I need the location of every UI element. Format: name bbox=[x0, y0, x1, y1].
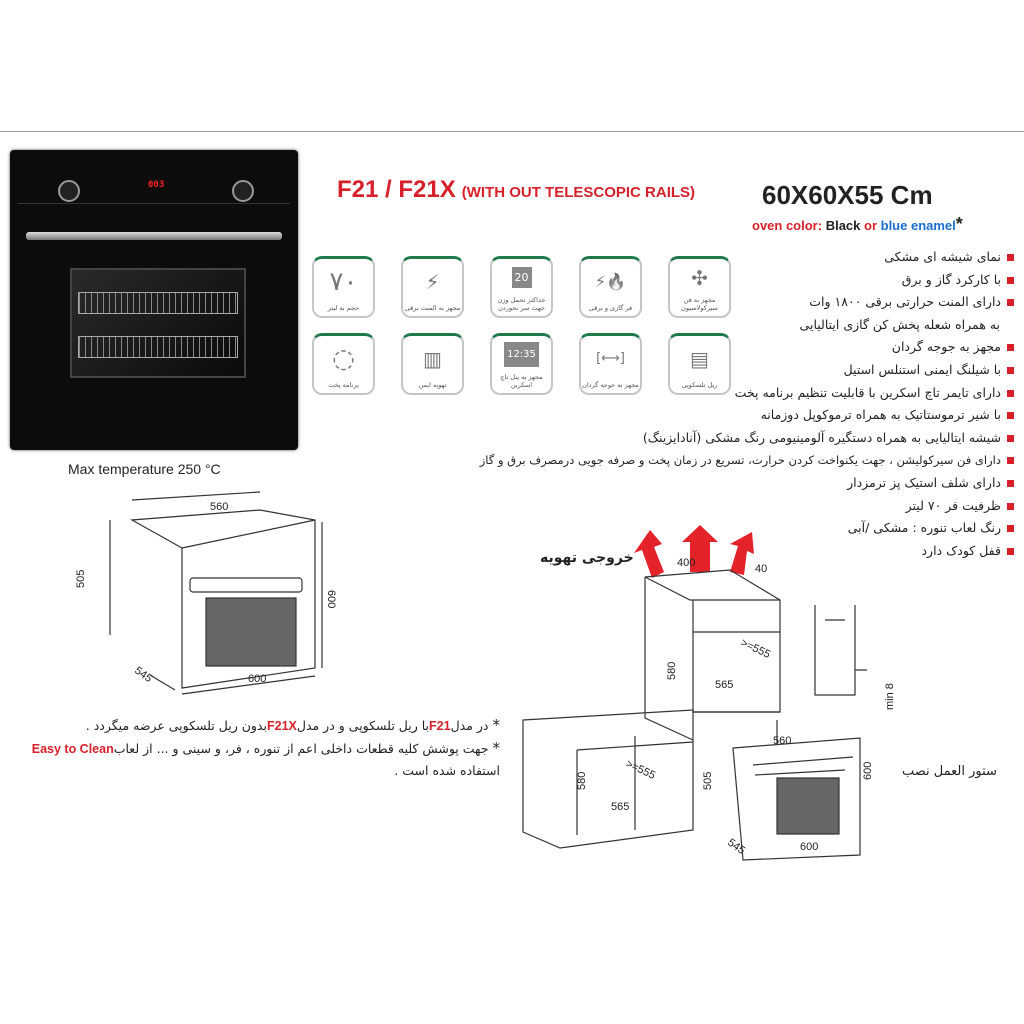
notes: *در مدلF21با ریل تلسکوپی و در مدلF21Xبدو… bbox=[0, 714, 500, 782]
feature-item: دارای شلف استیک پز ترمزدار bbox=[534, 472, 1014, 495]
rotisserie-glyph: [⟷] bbox=[596, 351, 625, 366]
capacity-icon: ۷۰ حجم به لیتر bbox=[312, 256, 375, 318]
lightning-glyph: ⚡ bbox=[425, 269, 440, 294]
feature-item: نمای شیشه ای مشکی bbox=[534, 246, 1014, 269]
gas-electric-icon: ⚡🔥 فر گازی و برقی bbox=[579, 256, 642, 318]
oven-window bbox=[70, 268, 246, 378]
color-blue: blue enamel bbox=[880, 218, 956, 233]
feature-item: قفل کودک دارد bbox=[534, 540, 1014, 563]
dim-height-600: 600 bbox=[325, 590, 337, 608]
feature-list: نمای شیشه ای مشکی با کارکرد گاز و برق دا… bbox=[480, 246, 1014, 563]
dim-505: 505 bbox=[702, 772, 714, 790]
rotisserie-icon: [⟷] مجهز به جوجه گردان bbox=[579, 333, 642, 395]
icon-label: مجهز به جوجه گردان bbox=[582, 381, 639, 389]
icon-label: ریل تلسکوپی bbox=[681, 381, 718, 389]
dim-400: 400 bbox=[677, 557, 695, 569]
top-divider bbox=[0, 131, 1024, 132]
dim-min8: min 8 bbox=[884, 683, 896, 710]
icon-label: فر گازی و برقی bbox=[588, 304, 633, 312]
feature-item: شیشه ایتالیایی به همراه دستگیره آلومینیو… bbox=[534, 427, 1014, 450]
dim-width-560: 560 bbox=[210, 501, 228, 513]
dim-555-lower: >=555 bbox=[624, 758, 657, 782]
fan-glyph: ✣ bbox=[691, 265, 708, 290]
star-icon: * bbox=[955, 214, 963, 234]
feature-item: ظرفیت فر ۷۰ لیتر bbox=[534, 495, 1014, 518]
telescopic-rail-icon: ▤ ریل تلسکوپی bbox=[668, 333, 731, 395]
feature-item: با شیر ترموستاتیک به همراه ترموکوپل دوزم… bbox=[534, 404, 1014, 427]
dim-600: 600 bbox=[862, 762, 874, 780]
oven-handle bbox=[26, 232, 282, 240]
ventilation-icon: ▥ تهویه ایمن bbox=[401, 333, 464, 395]
gas-electric-glyph: ⚡🔥 bbox=[594, 272, 627, 291]
feature-item: رنگ لعاب تنوره : مشکی /آبی bbox=[534, 517, 1014, 540]
feature-icons: ۷۰ حجم به لیتر ⚡ مجهز به المنت برقی 20 حداک… bbox=[312, 256, 731, 395]
icon-label: مجهز به فن سیرکولاسیون bbox=[681, 296, 718, 312]
dim-40: 40 bbox=[755, 563, 767, 575]
note-rails: *در مدلF21با ریل تلسکوپی و در مدلF21Xبدو… bbox=[85, 716, 500, 734]
dim-565-lower: 565 bbox=[611, 801, 629, 813]
note-enamel: *جهت پوشش کلیه قطعات داخلی اعم از تنوره … bbox=[31, 739, 500, 778]
icon-label: تهویه ایمن bbox=[418, 381, 447, 389]
oven-photo: 003 bbox=[10, 150, 298, 450]
ventilation-glyph: ▥ bbox=[423, 346, 442, 371]
color-or: or bbox=[860, 218, 881, 233]
icon-label: مجهز به المنت برقی bbox=[404, 304, 461, 312]
dim-580-lower: 580 bbox=[576, 772, 588, 790]
knob-icon bbox=[232, 180, 254, 202]
feature-item: دارای المنت حرارتی برقی ۱۸۰۰ وات bbox=[534, 291, 1014, 314]
dim-555: >=555 bbox=[739, 637, 772, 661]
cooking-program-icon: ◌ برنامه پخت bbox=[312, 333, 375, 395]
max-temperature: Max temperature 250 °C bbox=[68, 461, 221, 477]
feature-item: مجهز به جوجه گردان bbox=[534, 336, 1014, 359]
electric-element-icon: ⚡ مجهز به المنت برقی bbox=[401, 256, 464, 318]
color-label: oven color: bbox=[752, 218, 826, 233]
model-title: F21 / F21X (WITH OUT TELESCOPIC RAILS) bbox=[337, 176, 695, 204]
program-glyph: ◌ bbox=[332, 343, 355, 374]
dim-560: 560 bbox=[773, 735, 791, 747]
installation-drawing: 400 40 580 >=555 565 580 >=555 565 505 5… bbox=[522, 525, 896, 861]
oven-display: 003 bbox=[148, 180, 165, 190]
feature-item: دارای تایمر تاچ اسکرین با قابلیت تنظیم ب… bbox=[534, 382, 1014, 405]
weight-glyph: 20 bbox=[511, 267, 532, 288]
dim-height-505: 505 bbox=[75, 570, 87, 588]
oven-dimension-drawing: 560 505 600 545 600 bbox=[75, 491, 337, 695]
oven-rack bbox=[78, 292, 238, 314]
feature-item: با شیلنگ ایمنی استنلس استیل bbox=[534, 359, 1014, 382]
rails-note: (WITH OUT TELESCOPIC RAILS) bbox=[461, 184, 696, 201]
feature-item: به همراه شعله پخش کن گازی ایتالیایی bbox=[799, 316, 1000, 332]
fan-icon: ✣ مجهز به فن سیرکولاسیون bbox=[668, 256, 731, 318]
touch-panel-icon: 12:35 مجهز به پنل تاچ اسکرین bbox=[490, 333, 553, 395]
icon-label: برنامه پخت bbox=[328, 381, 359, 389]
feature-item: دارای فن سیرکولیشن ، جهت یکنواخت کردن حر… bbox=[480, 449, 1014, 472]
install-label: ستور العمل نصب bbox=[902, 764, 997, 779]
control-panel bbox=[18, 168, 290, 204]
clock-glyph: 12:35 bbox=[504, 342, 539, 367]
dim-width-600: 600 bbox=[248, 673, 266, 685]
knob-icon bbox=[58, 180, 80, 202]
feature-item: با کارکرد گاز و برق bbox=[534, 269, 1014, 292]
oven-size: 60X60X55 Cm bbox=[762, 180, 933, 210]
dim-depth-545: 545 bbox=[132, 665, 154, 685]
oven-color: oven color: Black or blue enamel* bbox=[752, 214, 963, 235]
vent-arrows bbox=[634, 525, 754, 578]
model-name: F21 / F21X bbox=[337, 176, 456, 203]
capacity-glyph: ۷۰ bbox=[329, 266, 358, 297]
icon-label: مجهز به پنل تاچ اسکرین bbox=[500, 373, 543, 389]
dim-580: 580 bbox=[666, 662, 678, 680]
icon-label: حجم به لیتر bbox=[327, 304, 360, 312]
oven-rack bbox=[78, 336, 238, 358]
color-black: Black bbox=[825, 218, 861, 233]
rail-glyph: ▤ bbox=[690, 346, 709, 371]
dim-600-width: 600 bbox=[800, 841, 818, 853]
vent-label: خروجی تهویه bbox=[540, 550, 634, 566]
dim-565: 565 bbox=[715, 679, 733, 691]
max-weight-icon: 20 حداکثر تحمل وزن جهت سر نخوردن bbox=[490, 256, 553, 318]
icon-label: حداکثر تحمل وزن جهت سر نخوردن bbox=[497, 296, 546, 312]
